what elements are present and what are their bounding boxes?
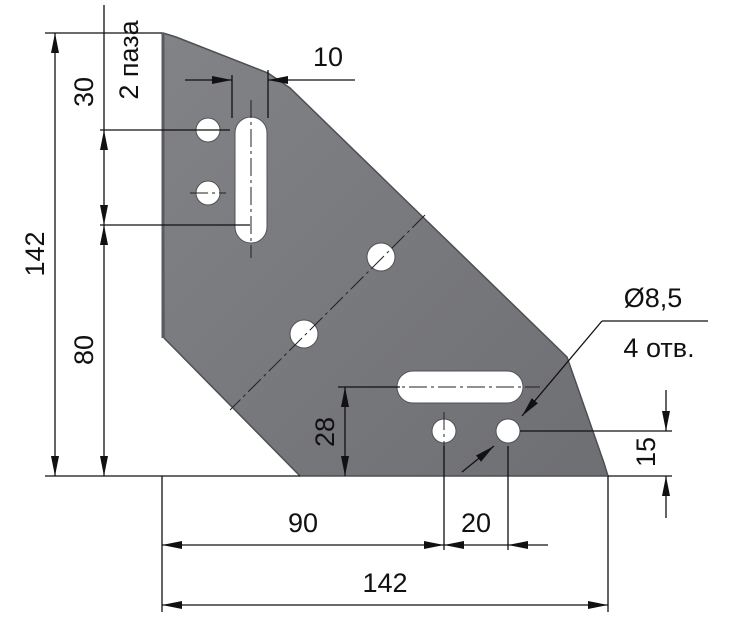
- bracket-plate: [161, 31, 610, 477]
- label-chamfer: 10: [313, 42, 343, 72]
- dimension-labels: 142 80 30 2 паза 10 Ø8,5 4 отв. 28 15 90…: [20, 19, 695, 598]
- label-height-lower: 80: [69, 335, 99, 365]
- dimension-lines: [45, 5, 708, 612]
- label-height-top: 30: [69, 77, 99, 107]
- label-slot-offset: 28: [310, 417, 340, 447]
- label-slot-count: 2 паза: [114, 19, 144, 99]
- center-line: [229, 214, 426, 411]
- hole: [495, 418, 521, 444]
- label-hole-height: 15: [631, 437, 661, 467]
- label-width-partial: 90: [288, 508, 318, 538]
- label-width-total: 142: [362, 568, 407, 598]
- label-hole-diameter: Ø8,5: [624, 283, 683, 313]
- hole: [366, 242, 396, 272]
- label-hole-count: 4 отв.: [623, 333, 694, 363]
- label-hole-spacing: 20: [461, 508, 491, 538]
- label-height-total: 142: [20, 231, 50, 276]
- hole: [289, 319, 319, 349]
